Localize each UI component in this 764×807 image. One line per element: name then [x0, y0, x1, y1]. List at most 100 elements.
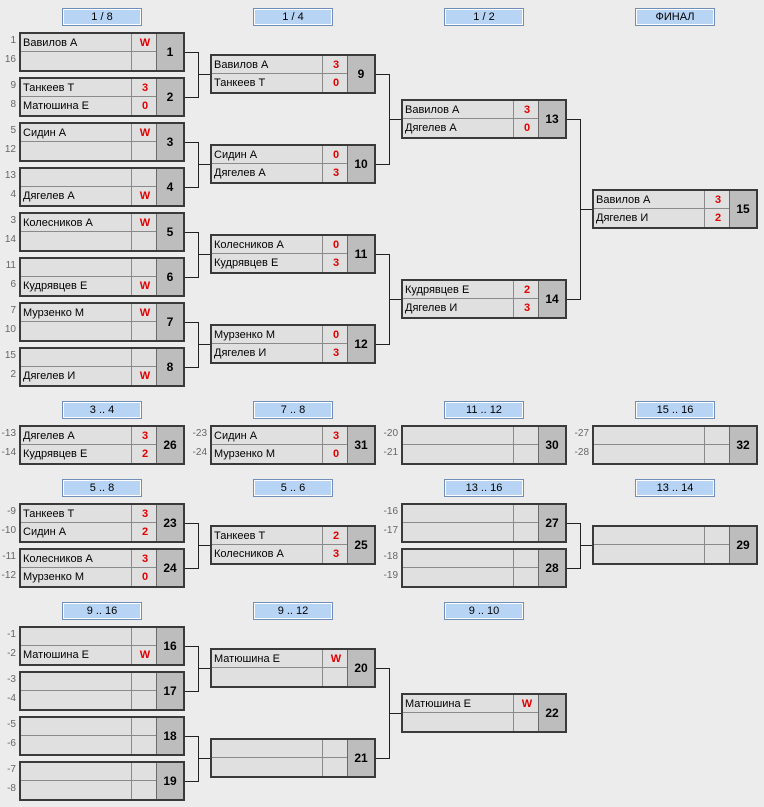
player-name[interactable]: Танкеев Т [214, 530, 266, 542]
player-name[interactable]: Вавилов А [405, 104, 460, 116]
player-name[interactable]: Колесников А [214, 239, 284, 251]
player-score [133, 322, 157, 340]
match-number: 19 [156, 763, 183, 799]
player-name[interactable]: Танкеев Т [23, 508, 75, 520]
seed-label: -4 [7, 693, 16, 704]
player-name[interactable]: Сидин А [214, 149, 258, 161]
player-name[interactable]: Дягелев А [405, 122, 457, 134]
player-name[interactable]: Мурзенко М [23, 571, 85, 583]
player-name[interactable]: Мурзенко М [23, 307, 85, 319]
player-name[interactable]: Матюшина Е [23, 649, 90, 661]
player-name[interactable]: Вавилов А [214, 59, 269, 71]
row-divider [212, 544, 348, 545]
player-score: 2 [141, 526, 149, 538]
match-32[interactable]: 32 [592, 425, 758, 465]
player-name[interactable]: Танкеев Т [23, 82, 75, 94]
player-name[interactable]: Сидин А [23, 526, 67, 538]
player-name[interactable]: Вавилов А [596, 194, 651, 206]
match-17[interactable]: 17 [19, 671, 185, 711]
player-score [706, 445, 730, 463]
player-name[interactable]: Кудрявцев Е [214, 257, 279, 269]
player-name[interactable]: Кудрявцев Е [405, 284, 470, 296]
match-21[interactable]: 21 [210, 738, 376, 778]
match-player-row [21, 232, 157, 250]
row-divider [21, 690, 157, 691]
match-number: 6 [156, 259, 183, 295]
player-name[interactable]: Дягелев И [23, 370, 76, 382]
bracket-connector [198, 523, 199, 569]
player-name[interactable]: Сидин А [23, 127, 67, 139]
match-19[interactable]: 19 [19, 761, 185, 801]
player-name[interactable]: Колесников А [23, 217, 93, 229]
bracket-connector [198, 164, 210, 165]
match-number: 27 [538, 505, 565, 541]
match-18[interactable]: 18 [19, 716, 185, 756]
player-score [133, 673, 157, 691]
player-score: 0 [332, 239, 340, 251]
seed-label: 15 [4, 350, 16, 361]
match-number: 16 [156, 628, 183, 664]
player-name[interactable]: Кудрявцев Е [23, 448, 88, 460]
player-score: 3 [523, 104, 531, 116]
match-29[interactable]: 29 [592, 525, 758, 565]
player-name[interactable]: Дягелев И [596, 212, 649, 224]
score-divider [322, 146, 323, 182]
match-number: 25 [347, 527, 374, 563]
player-name[interactable]: Сидин А [214, 430, 258, 442]
player-name[interactable]: Матюшина Е [23, 100, 90, 112]
player-name[interactable]: Дягелев И [214, 347, 267, 359]
player-name[interactable]: Мурзенко М [214, 329, 276, 341]
player-name[interactable]: Колесников А [214, 548, 284, 560]
match-30[interactable]: 30 [401, 425, 567, 465]
player-name[interactable]: Мурзенко М [214, 448, 276, 460]
player-name[interactable]: Матюшина Е [214, 653, 281, 665]
round-header-p7-8: 7 .. 8 [253, 401, 333, 419]
player-score [133, 718, 157, 736]
player-name[interactable]: Колесников А [23, 553, 93, 565]
player-name[interactable]: Дягелев И [405, 302, 458, 314]
score-divider [322, 527, 323, 563]
seed-label: 2 [10, 369, 16, 380]
player-name[interactable]: Кудрявцев Е [23, 280, 88, 292]
player-name[interactable]: Дягелев А [23, 430, 75, 442]
match-player-row [403, 550, 539, 568]
player-score: 0 [332, 149, 340, 161]
player-score: W [139, 280, 151, 292]
bracket-connector [198, 142, 199, 188]
player-name[interactable]: Дягелев А [23, 190, 75, 202]
player-name[interactable]: Дягелев А [214, 167, 266, 179]
match-player-row [403, 445, 539, 463]
player-score: 0 [332, 329, 340, 341]
match-28[interactable]: 28 [401, 548, 567, 588]
player-score [706, 527, 730, 545]
player-name[interactable]: Матюшина Е [405, 698, 472, 710]
player-name[interactable]: Вавилов А [23, 37, 78, 49]
match-27[interactable]: 27 [401, 503, 567, 543]
player-name[interactable]: Танкеев Т [214, 77, 266, 89]
